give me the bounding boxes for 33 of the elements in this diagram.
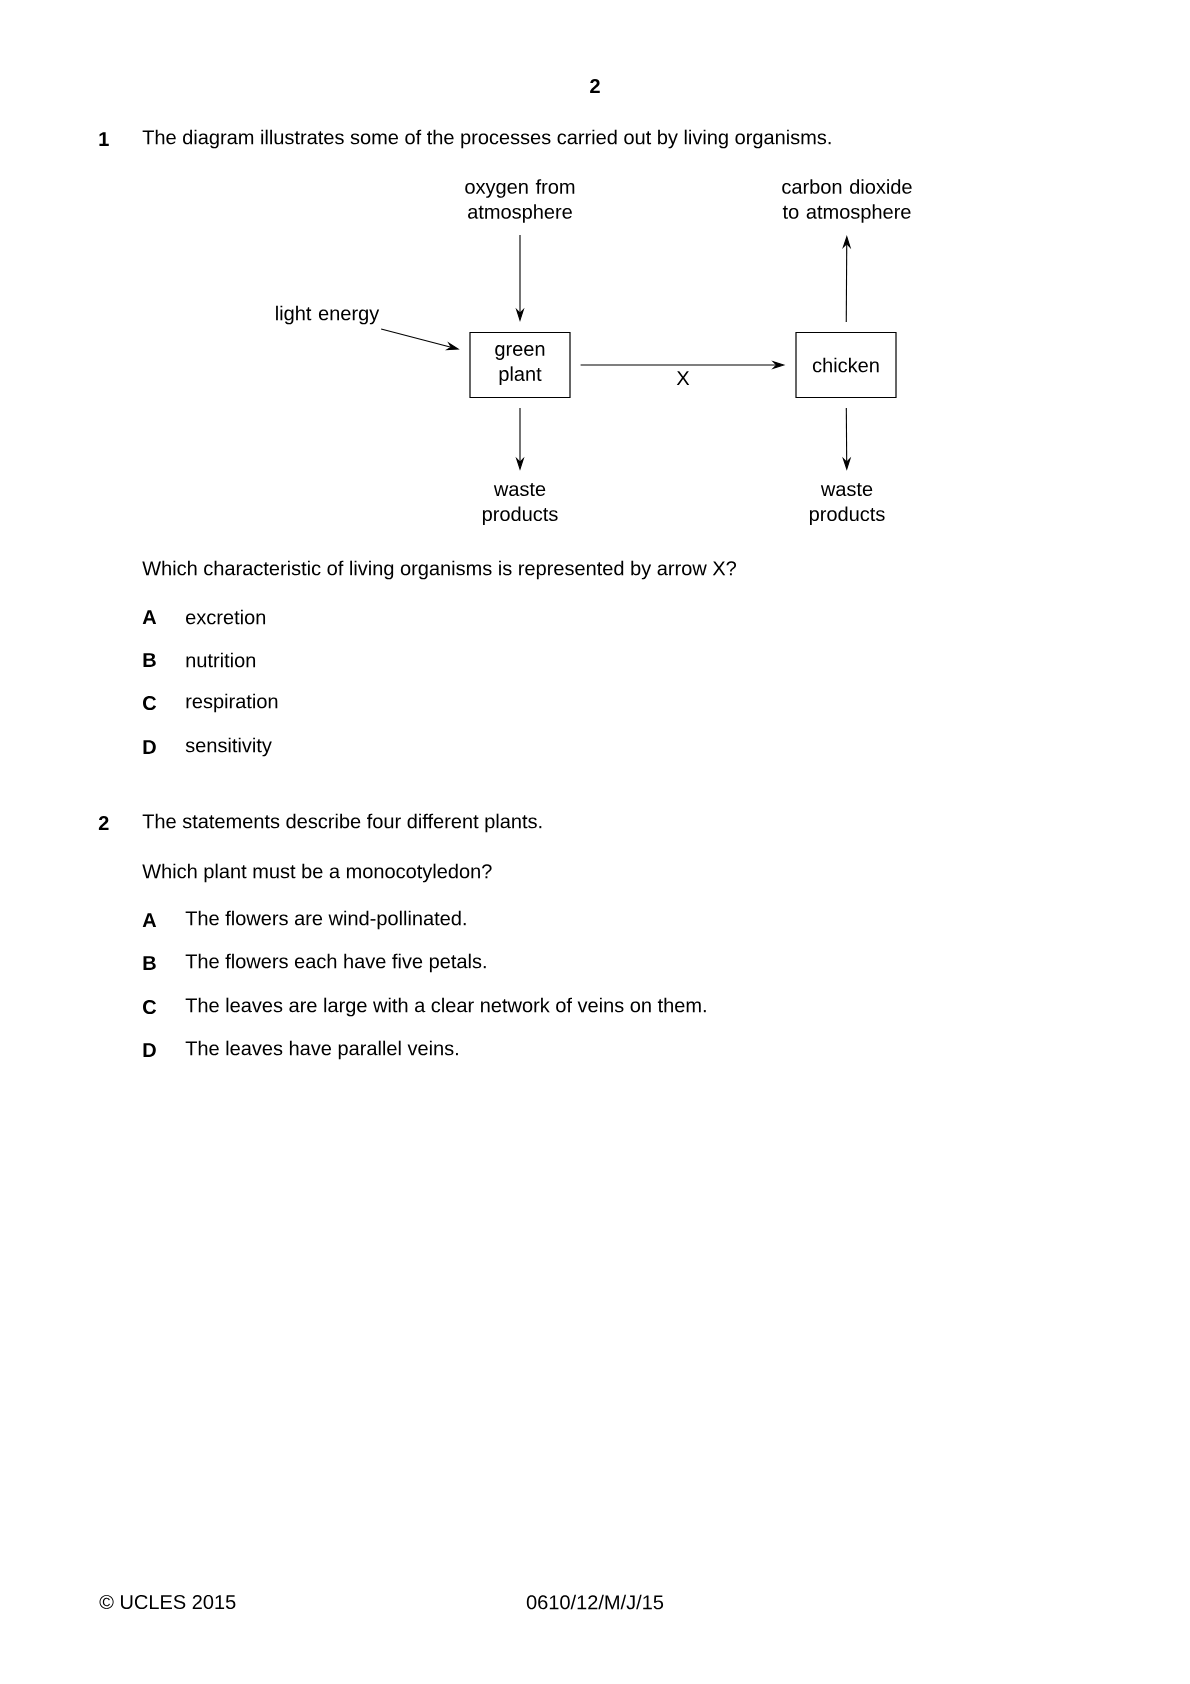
page-number: 2 <box>590 79 600 93</box>
question-text: The statements describe four different plants. <box>142 813 542 833</box>
option-text: respiration <box>186 693 278 713</box>
option-letter: C <box>143 999 157 1015</box>
option-text: The flowers are wind-pollinated. <box>185 910 466 930</box>
flow-label: waste products <box>482 483 558 526</box>
question-text: The diagram illustrates some of the processes carried out by living organisms. <box>142 129 831 149</box>
flow-label: oxygen from atmosphere <box>465 179 575 223</box>
option-text: nutrition <box>186 652 256 668</box>
option-letter: B <box>143 956 156 970</box>
flow-label: light energy <box>276 305 380 325</box>
flow-label: waste products <box>809 483 885 526</box>
option-text: excretion <box>186 609 266 625</box>
option-letter: D <box>143 740 156 754</box>
edge-label: X <box>674 369 692 387</box>
option-text: The leaves are large with a clear network of veins on them. <box>185 997 706 1017</box>
organism-box: green plant <box>469 331 571 399</box>
option-text: The leaves have parallel veins. <box>185 1040 458 1060</box>
question-text: Which characteristic of living organisms is represented by arrow X? <box>142 560 737 580</box>
organism-box: chicken <box>795 331 897 399</box>
option-letter: C <box>143 695 157 711</box>
option-letter: D <box>143 1043 156 1057</box>
question-number: 2 <box>98 816 109 830</box>
option-letter: B <box>143 653 156 667</box>
question-text: Which plant must be a monocotyledon? <box>142 863 492 883</box>
option-text: The flowers each have five petals. <box>185 953 486 973</box>
footer-text: © UCLES 2015 <box>99 1594 236 1610</box>
footer-text: 0610/12/M/J/15 <box>526 1594 664 1610</box>
option-text: sensitivity <box>185 737 272 757</box>
option-letter: A <box>142 610 157 624</box>
option-letter: A <box>142 913 157 927</box>
question-number: 1 <box>99 132 109 146</box>
flow-label: carbon dioxide to atmosphere <box>782 179 912 223</box>
